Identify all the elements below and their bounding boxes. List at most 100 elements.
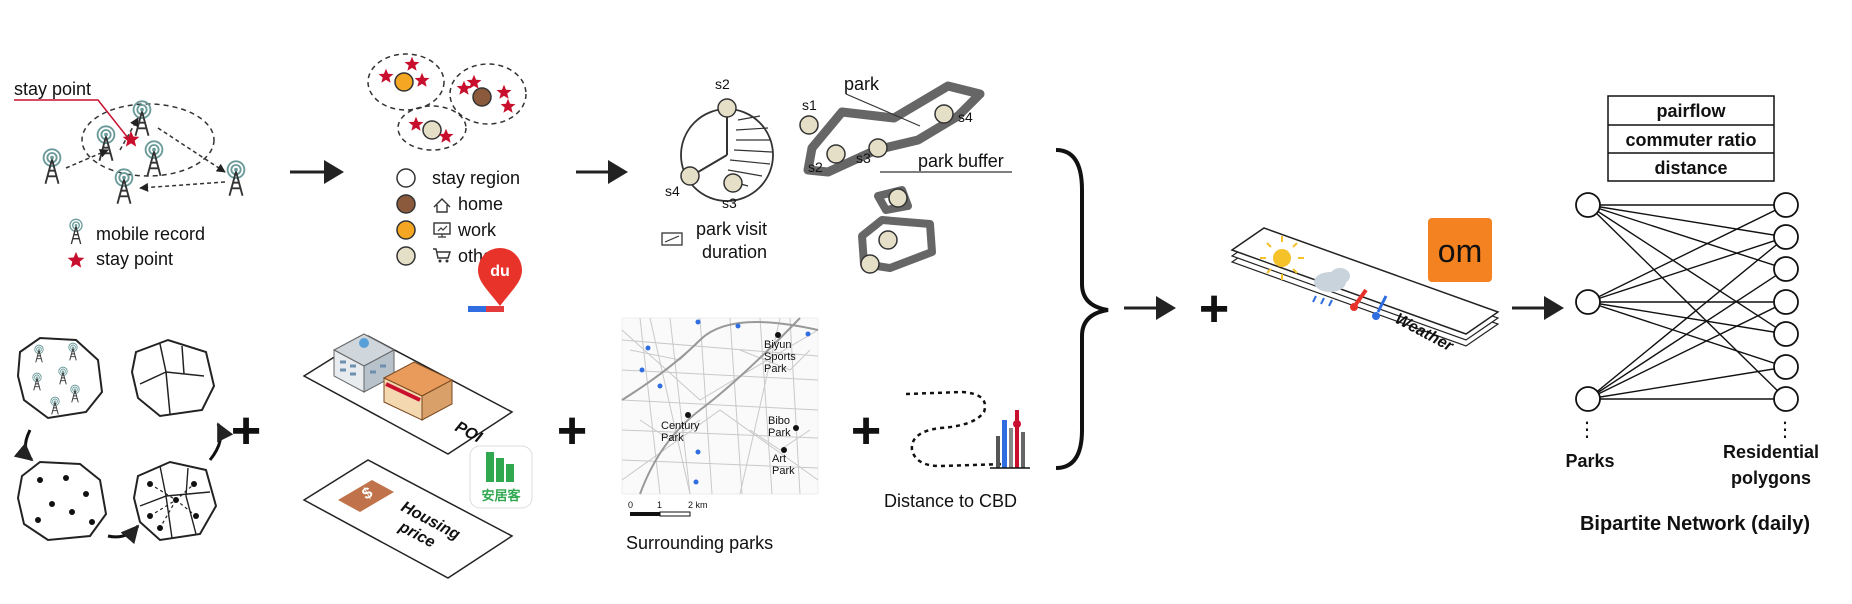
scale-bar: 0 1 2 km <box>628 500 708 517</box>
hospital-building-icon <box>332 333 396 393</box>
svg-text:+: + <box>557 402 587 460</box>
park-name-bibo-2: Park <box>768 427 791 439</box>
shop-building-icon <box>382 361 454 421</box>
work-monitor-icon <box>433 222 451 238</box>
flow-arrow <box>1512 296 1564 320</box>
anjuke-logo-icon: 安居客 <box>469 445 533 509</box>
map-logo-text: du <box>490 263 510 280</box>
rain-cloud-icon <box>1312 268 1350 307</box>
other-region-dot <box>422 120 442 140</box>
table-row-distance: distance <box>1654 158 1727 178</box>
plus-operator: + <box>557 402 587 460</box>
sun-icon <box>1260 236 1304 280</box>
s1-label: s1 <box>802 97 817 113</box>
flow-arrow <box>576 160 628 184</box>
svg-text:0: 0 <box>628 500 633 510</box>
legend-home: home <box>458 194 503 214</box>
s4-buffer-label: s4 <box>958 109 973 125</box>
park-node <box>1575 192 1601 218</box>
s3-buffer-label: s3 <box>856 150 871 166</box>
cell-tower-icon <box>226 160 246 197</box>
residential-label-line1: Residential <box>1723 442 1819 462</box>
poi-housing-panel: POI du $ Housing price 安居客 <box>302 248 533 579</box>
shopping-cart-icon <box>433 248 451 263</box>
duration-label-line2: duration <box>702 242 767 262</box>
home-icon <box>433 198 451 213</box>
residential-node <box>1773 289 1799 315</box>
flow-arrow <box>1124 296 1176 320</box>
distance-cbd-caption: Distance to CBD <box>884 491 1017 511</box>
housing-price-tag-icon: $ <box>338 480 394 512</box>
parks-label: Parks <box>1565 451 1614 471</box>
s4-label: s4 <box>665 183 680 199</box>
city-skyline-icon <box>990 410 1030 469</box>
surrounding-parks-panel: Biyun Sports Park Century Park Bibo Park… <box>621 317 819 553</box>
s2-label: s2 <box>715 76 730 92</box>
distance-cbd-panel: Distance to CBD <box>884 390 1030 511</box>
residential-node <box>1773 192 1799 218</box>
park-node <box>1575 289 1601 315</box>
park-name-art-1: Art <box>772 453 786 465</box>
cell-tower-icon <box>144 140 164 177</box>
duration-label-line1: park visit <box>696 219 767 239</box>
park-name-bibo-1: Bibo <box>768 415 790 427</box>
weather-panel: Weather om <box>1230 218 1500 355</box>
svg-text:2 km: 2 km <box>688 500 708 510</box>
legend-mobile-record: mobile record <box>96 224 205 244</box>
park-label: park <box>844 74 880 94</box>
plus-operator: + <box>1199 280 1229 338</box>
cold-thermometer-icon <box>1372 295 1388 320</box>
plus-operator: + <box>851 402 881 460</box>
om-logo-icon: om <box>1428 218 1492 282</box>
park-name-biyun-2: Sports <box>764 351 796 363</box>
table-row-commuter-ratio: commuter ratio <box>1625 130 1756 150</box>
table-row-pairflow: pairflow <box>1656 101 1726 121</box>
anjuke-text: 安居客 <box>481 488 521 503</box>
residential-node <box>1773 224 1799 250</box>
work-region-dot <box>394 72 414 92</box>
bipartite-title: Bipartite Network (daily) <box>1580 513 1810 535</box>
residential-node <box>1773 386 1799 412</box>
duration-legend-icon <box>661 232 683 246</box>
plus-operator: + <box>231 402 261 460</box>
residential-node <box>1773 256 1799 282</box>
stay-region-legend-dot <box>396 168 416 188</box>
legend-stay-point-icon <box>67 251 85 268</box>
residential-node <box>1773 321 1799 347</box>
svg-text:+: + <box>1199 280 1229 338</box>
legend-stay-region: stay region <box>432 168 520 188</box>
park-node <box>1575 386 1601 412</box>
edge-attribute-table: pairflow commuter ratio distance <box>1607 95 1775 182</box>
cell-tower-icon <box>96 125 116 162</box>
map-pin-logo-icon: du <box>468 248 522 312</box>
svg-text:+: + <box>231 402 261 460</box>
park-name-biyun-1: Biyun <box>764 339 792 351</box>
surrounding-parks-caption: Surrounding parks <box>626 533 773 553</box>
svg-text:1: 1 <box>657 500 662 510</box>
stay-region-panel: stay region home work other <box>367 53 527 266</box>
s2-buffer-label: s2 <box>808 159 823 175</box>
legend-work: work <box>457 220 497 240</box>
park-buffer-label: park buffer <box>918 151 1004 171</box>
cell-tower-icon <box>132 100 152 137</box>
legend-stay-point: stay point <box>96 249 173 269</box>
parks-ellipsis: ⋮ <box>1577 419 1597 441</box>
bipartite-network: ⋮ ⋮ Parks Residential polygons Bipartite… <box>1565 192 1819 535</box>
thermometer-icon <box>1350 288 1368 311</box>
svg-text:+: + <box>851 402 881 460</box>
park-name-century-2: Park <box>661 432 684 444</box>
stay-point-callout: stay point <box>14 79 91 99</box>
park-name-century-1: Century <box>661 420 700 432</box>
s3-label: s3 <box>722 195 737 211</box>
merge-brace <box>1055 148 1109 470</box>
flow-arrow <box>290 160 344 184</box>
home-region-dot <box>472 87 492 107</box>
residential-label-line2: polygons <box>1731 468 1811 488</box>
park-visit-panel: s2 s4 s3 park visit duration s1 s2 s3 s4… <box>661 74 1012 274</box>
residential-node <box>1773 354 1799 380</box>
om-logo-text: om <box>1438 233 1482 269</box>
mobile-record-icon <box>69 218 83 245</box>
cell-tower-icon <box>42 148 62 185</box>
residential-ellipsis: ⋮ <box>1775 419 1795 441</box>
